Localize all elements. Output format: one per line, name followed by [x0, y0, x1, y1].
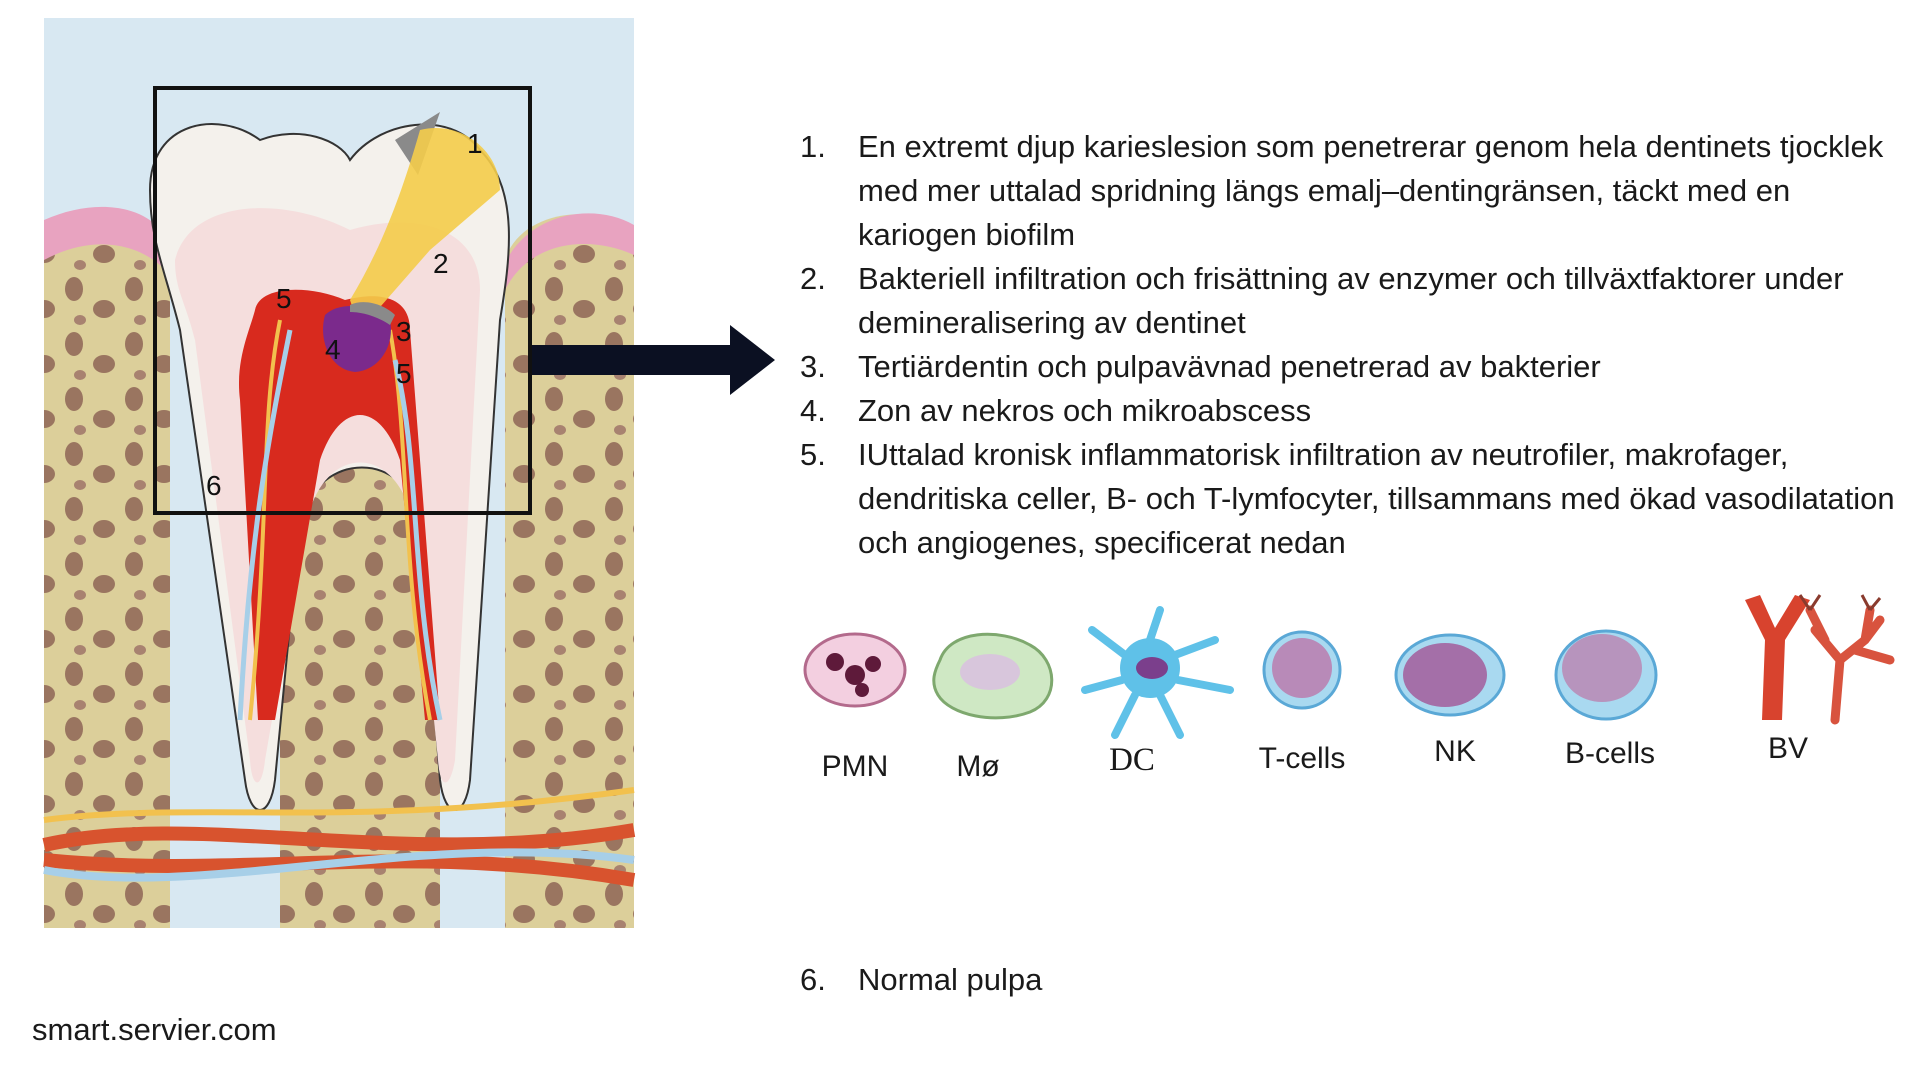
gum-right [500, 213, 634, 290]
legend-number: 2. [800, 261, 826, 296]
necrosis-zone [323, 305, 391, 372]
legend-text: En extremt djup karieslesion som penetre… [858, 129, 1884, 252]
b-cell-icon [1554, 629, 1658, 721]
vessel [237, 329, 293, 721]
vessel [392, 359, 443, 721]
pointer-arrow [532, 325, 775, 395]
legend-number: 3. [800, 349, 826, 384]
label-t-cells: T-cells [1258, 742, 1346, 775]
label-bv: BV [1767, 732, 1809, 765]
callout-2: 2 [433, 248, 449, 279]
tertiary-dentin [350, 302, 395, 325]
callout-5-upper: 5 [276, 283, 292, 314]
callout-3: 3 [396, 316, 412, 347]
dendritic-cell-icon [1081, 606, 1234, 739]
legend-item: 2. Bakteriell infiltration och frisättni… [800, 257, 1900, 345]
bone-tissue-middle [280, 445, 440, 928]
caries-lesion [350, 128, 500, 330]
legend-text: Zon av nekros och mikroabscess [858, 393, 1312, 428]
apical-nerve [43, 787, 635, 823]
legend-item: 3. Tertiärdentin och pulpavävnad penetre… [800, 345, 1900, 389]
callout-5-lower: 5 [396, 358, 412, 389]
pulp-chamber [238, 289, 440, 720]
tooth-cross-section-illustration [42, 18, 775, 928]
apical-artery [42, 823, 636, 852]
legend-text: Normal pulpa [858, 962, 1043, 997]
gum-left [44, 206, 175, 275]
legend-item: 5. IUttalad kronisk inflammatorisk infil… [800, 433, 1900, 565]
legend-number: 6. [800, 962, 826, 997]
label-b-cells: B-cells [1564, 737, 1655, 770]
legend-item-normal-pulp: 6. Normal pulpa [800, 958, 1042, 1002]
source-credit: smart.servier.com [32, 1012, 277, 1047]
nk-cell-icon [1394, 633, 1506, 717]
macrophage-icon [932, 632, 1054, 720]
bone-tissue [44, 215, 170, 928]
legend-text: Bakteriell infiltration och frisättning … [858, 261, 1844, 340]
bone-tissue-right [505, 214, 634, 928]
callout-4: 4 [325, 334, 341, 365]
callout-6: 6 [206, 470, 222, 501]
label-nk: NK [1434, 735, 1476, 768]
magnification-box [153, 86, 532, 515]
t-cell-icon [1262, 630, 1342, 710]
legend-text: IUttalad kronisk inflammatorisk infiltra… [858, 437, 1895, 560]
blood-vessel-icon [1745, 594, 1895, 725]
legend-text: Tertiärdentin och pulpavävnad penetrerad… [858, 349, 1601, 384]
legend-number: 5. [800, 437, 826, 472]
legend-number: 4. [800, 393, 826, 428]
label-dc: DC [1109, 742, 1155, 778]
label-macrophage: Mø [956, 750, 1000, 783]
legend-item: 1. En extremt djup karieslesion som pene… [800, 125, 1900, 257]
legend-list: 1. En extremt djup karieslesion som pene… [800, 125, 1900, 565]
legend-number: 1. [800, 129, 826, 164]
label-pmn: PMN [821, 750, 889, 783]
neutrophil-icon [803, 632, 907, 708]
callout-1: 1 [467, 128, 483, 159]
apical-vein [43, 848, 635, 882]
legend-item: 4. Zon av nekros och mikroabscess [800, 389, 1900, 433]
